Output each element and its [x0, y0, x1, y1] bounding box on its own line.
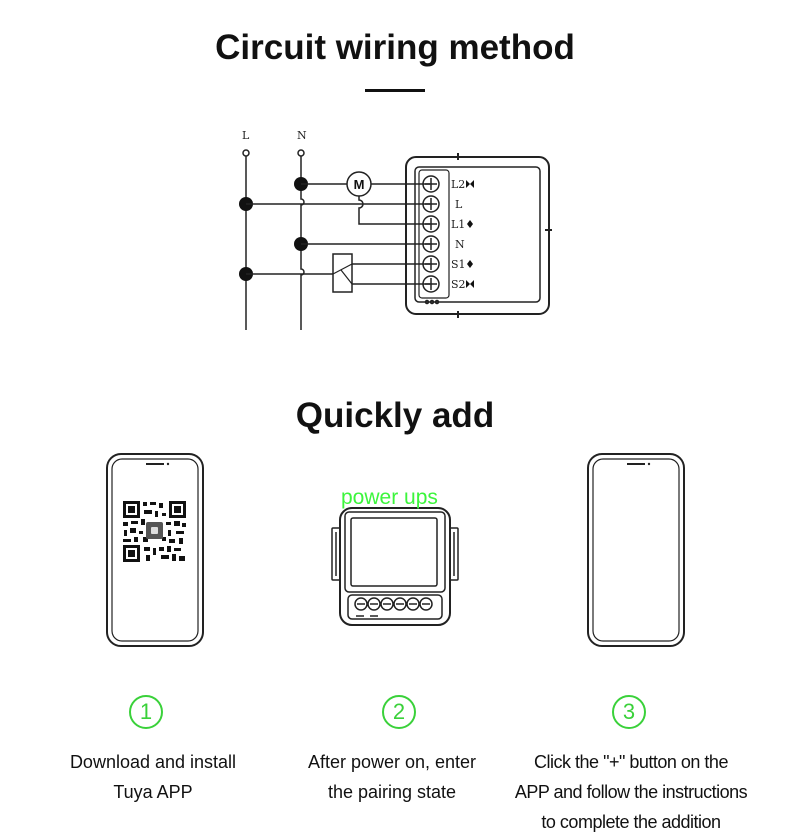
- step-number-2: 2: [382, 695, 416, 729]
- step-1-text: Download and install Tuya APP: [28, 747, 278, 807]
- switch-symbol: [332, 253, 353, 293]
- step-3-line-2: APP and follow the instructions: [514, 782, 748, 802]
- device-power-label: power ups: [341, 486, 438, 509]
- step-2-text: After power on, enter the pairing state: [267, 747, 517, 807]
- step-number-3: 3: [612, 695, 646, 729]
- terminal-label: N: [455, 238, 465, 251]
- motor-label: M: [354, 177, 365, 192]
- wiring-diagram: L N M: [239, 129, 552, 330]
- terminal-label: S2: [451, 278, 466, 291]
- switch-module-device: [331, 507, 459, 626]
- terminal-l-top: [242, 149, 250, 157]
- label-line-l: L: [242, 129, 250, 142]
- step-number-1: 1: [129, 695, 163, 729]
- step-3-line-3: to complete the addition: [541, 812, 721, 832]
- module-screws: [422, 175, 440, 293]
- step-1-line-2: Tuya APP: [113, 782, 193, 802]
- step-1-line-1: Download and install: [69, 752, 237, 772]
- step-3-text: Click the "+" button on the APP and foll…: [506, 747, 756, 837]
- section-title-quick-add: Quickly add: [295, 396, 495, 435]
- title-divider: [365, 89, 425, 92]
- terminal-label: L: [455, 198, 463, 211]
- terminal-n-top: [297, 149, 305, 157]
- step-3-line-1: Click the "+" button on the: [534, 752, 728, 772]
- phone-blank: [587, 453, 685, 647]
- terminal-label: L2: [451, 178, 465, 191]
- step-2-line-1: After power on, enter: [307, 752, 477, 772]
- step-2-line-2: the pairing state: [327, 782, 457, 802]
- device-screws: [354, 597, 433, 611]
- qr-code-icon: [123, 501, 186, 562]
- direction-glyphs: [466, 180, 474, 288]
- label-line-n: N: [297, 129, 307, 142]
- section-title-wiring: Circuit wiring method: [215, 28, 575, 67]
- phone-with-qr: [106, 453, 204, 647]
- terminal-label: S1: [451, 258, 466, 271]
- terminal-label: L1: [451, 218, 465, 231]
- module-outline: [405, 156, 550, 315]
- motor-symbol: [346, 171, 372, 197]
